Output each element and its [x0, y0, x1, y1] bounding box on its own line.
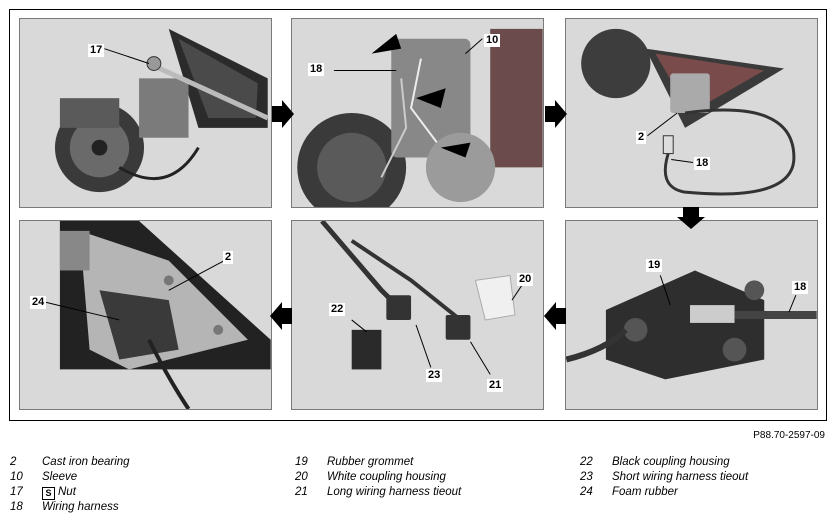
legend-item: 2 Cast iron bearing [10, 456, 130, 468]
photo-panel-3: 2 18 [565, 18, 818, 208]
flow-arrow-left-2 [270, 302, 292, 330]
flow-arrow-left-1 [544, 302, 566, 330]
mirror-base-illustration [581, 28, 796, 196]
legend-item: 18 Wiring harness [10, 501, 119, 513]
foam-rubber-illustration [44, 221, 271, 409]
callout-19: 19 [646, 259, 663, 272]
callout-2: 2 [636, 131, 647, 144]
legend-item: 22 Black coupling housing [580, 456, 730, 468]
callout-20: 20 [517, 273, 534, 286]
legend-column-2: 19 Rubber grommet 20 White coupling hous… [295, 455, 565, 500]
callout-18: 18 [694, 157, 711, 170]
mirror-housing-illustration [54, 28, 269, 193]
callout-17: 17 [88, 44, 105, 57]
photo-panel-6: 19 18 [565, 220, 818, 410]
callout-18: 18 [792, 281, 809, 294]
flow-arrow-down [677, 207, 705, 229]
flow-arrow-right-2 [545, 100, 567, 128]
callout-23: 23 [426, 369, 443, 382]
socket-symbol-icon: S [42, 487, 55, 500]
figure-reference: P88.70-2597-09 [753, 430, 825, 441]
legend-item: 23 Short wiring harness tieout [580, 471, 749, 483]
legend-item: 24 Foam rubber [580, 486, 678, 498]
black-arrow-icon [677, 207, 705, 229]
legend-item: 20 White coupling housing [295, 471, 446, 483]
legend-item: 19 Rubber grommet [295, 456, 414, 468]
callout-21: 21 [487, 379, 504, 392]
callout-18: 18 [308, 63, 325, 76]
black-arrow-icon [544, 302, 566, 330]
wiring-harness-illustration [297, 28, 543, 207]
removal-arrow-icon [371, 33, 402, 54]
callout-22: 22 [329, 303, 346, 316]
photo-panel-2: 18 10 [291, 18, 544, 208]
callout-10: 10 [484, 34, 501, 47]
legend-column-3: 22 Black coupling housing 23 Short wirin… [580, 455, 837, 500]
callout-2: 2 [223, 251, 234, 264]
flow-arrow-right-1 [272, 100, 294, 128]
black-arrow-icon [270, 302, 292, 330]
legend-item: 21 Long wiring harness tieout [295, 486, 462, 498]
black-arrow-icon [545, 100, 567, 128]
coupling-housings-illustration [320, 221, 523, 375]
callout-24: 24 [30, 296, 47, 309]
legend-item: 10 Sleeve [10, 471, 78, 483]
procedure-figure: 17 18 10 [9, 9, 827, 421]
photo-panel-4: 2 24 [19, 220, 272, 410]
photo-panel-5: 20 22 23 21 [291, 220, 544, 410]
black-arrow-icon [272, 100, 294, 128]
photo-panel-1: 17 [19, 18, 272, 208]
rubber-grommet-illustration [566, 270, 817, 380]
